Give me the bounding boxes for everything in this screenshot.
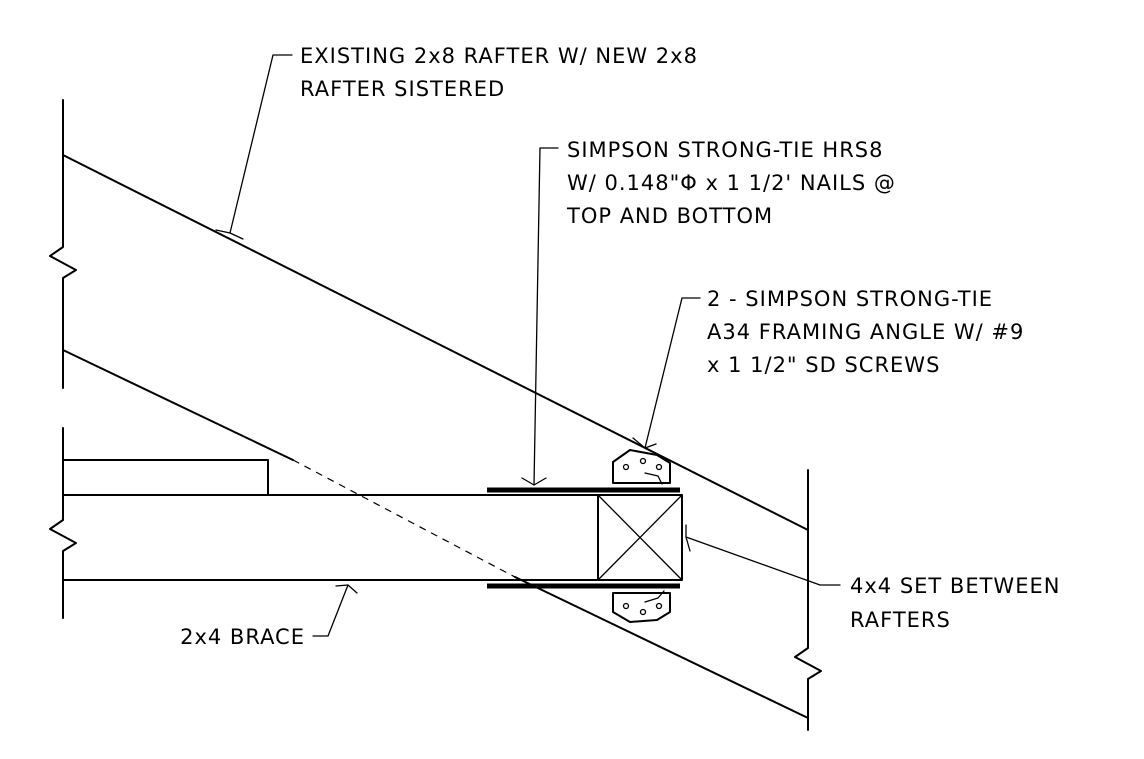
note-a34-line1: 2 - SIMPSON STRONG-TIE [707, 287, 993, 311]
note-hrs8-line3: TOP AND BOTTOM [566, 204, 773, 228]
hrs8-strap [487, 487, 680, 589]
block-4x4 [597, 494, 683, 581]
note-hrs8-line2: W/ 0.148"Φ x 1 1/2' NAILS @ [567, 171, 896, 195]
left-upper-support [49, 99, 77, 389]
note-rafter: EXISTING 2x8 RAFTER W/ NEW 2x8 RAFTER SI… [300, 44, 698, 101]
note-hrs8-line1: SIMPSON STRONG-TIE HRS8 [567, 138, 884, 162]
sistered-rafter [62, 154, 809, 719]
a34-framing-angle-bottom [612, 590, 671, 623]
note-a34: 2 - SIMPSON STRONG-TIE A34 FRAMING ANGLE… [707, 287, 1024, 377]
note-block-line1: 4x4 SET BETWEEN [850, 574, 1060, 598]
note-brace: 2x4 BRACE [180, 625, 305, 649]
leader-a34 [632, 297, 701, 449]
note-block-line2: RAFTERS [850, 608, 951, 632]
brace-2x4 [62, 459, 599, 581]
note-block: 4x4 SET BETWEEN RAFTERS [850, 574, 1060, 632]
note-rafter-line2: RAFTER SISTERED [300, 77, 505, 101]
right-support [794, 469, 822, 731]
note-a34-line3: x 1 1/2" SD SCREWS [707, 353, 940, 377]
note-brace-line1: 2x4 BRACE [180, 625, 305, 649]
a34-framing-angle-top [612, 449, 671, 485]
note-a34-line2: A34 FRAMING ANGLE W/ #9 [707, 320, 1024, 344]
left-lower-support [49, 427, 77, 619]
top-plate [62, 459, 269, 496]
note-hrs8: SIMPSON STRONG-TIE HRS8 W/ 0.148"Φ x 1 1… [566, 138, 896, 228]
leader-block [685, 524, 841, 586]
leader-brace [312, 584, 358, 637]
leader-rafter [215, 54, 293, 240]
leader-hrs8 [521, 147, 559, 486]
note-rafter-line1: EXISTING 2x8 RAFTER W/ NEW 2x8 [300, 44, 698, 68]
